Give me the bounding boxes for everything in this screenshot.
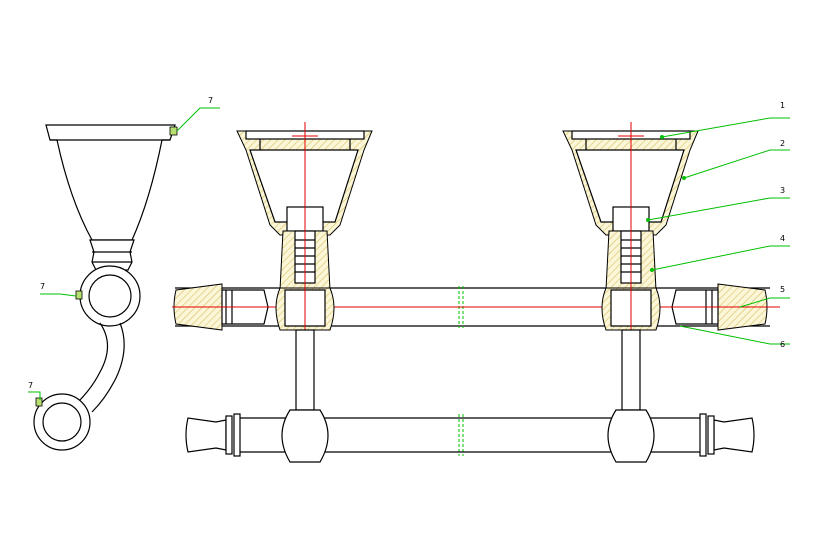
side-shade (45, 124, 176, 241)
front-lower-rail (185, 409, 755, 463)
callout-7-top: 7 (208, 96, 213, 105)
side-screw-top (169, 126, 178, 136)
vertical-connectors (295, 329, 641, 411)
side-screw-low (35, 397, 43, 407)
right-lamp-holder (562, 122, 699, 336)
callout-6: 6 (780, 340, 785, 349)
right-finial (713, 417, 755, 453)
callouts: 1 2 3 4 5 6 7 7 7 (28, 96, 790, 400)
right-knob (607, 409, 655, 463)
callout-7-mid: 7 (40, 282, 45, 291)
side-screw-mid (75, 290, 83, 300)
callout-5: 5 (780, 285, 785, 294)
left-lamp-holder (236, 122, 373, 336)
callout-1: 1 (780, 101, 785, 110)
left-knob (281, 409, 329, 463)
side-view (33, 124, 178, 451)
callout-3: 3 (780, 186, 785, 195)
callout-7-low: 7 (28, 381, 33, 390)
left-finial (185, 417, 227, 453)
callout-4: 4 (780, 234, 785, 243)
callout-2: 2 (780, 139, 785, 148)
side-arm (77, 322, 125, 413)
front-upper-pipe (172, 283, 780, 456)
